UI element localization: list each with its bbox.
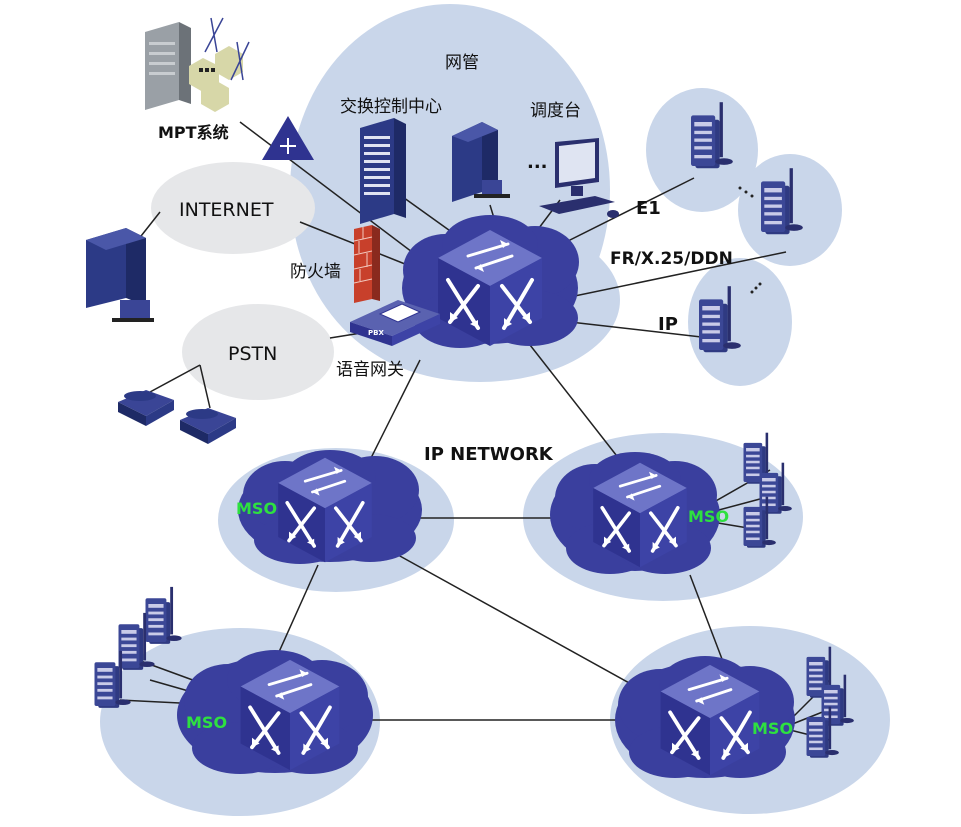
dispatch-monitor-icon [539, 138, 619, 218]
mso-label-2: MSO [688, 507, 729, 526]
bts-icon-mso3-1 [145, 586, 182, 644]
pstn-label: PSTN [228, 343, 277, 365]
firewall-icon [353, 225, 380, 303]
nms-label: 网管 [445, 53, 479, 73]
voice-gateway-icon [350, 300, 440, 346]
internet-cloud [151, 162, 315, 254]
firewall-label: 防火墙 [290, 262, 341, 282]
server-icon [86, 228, 154, 322]
switch-center-server-icon [360, 118, 406, 224]
mso-label-4: MSO [752, 719, 793, 738]
e1-label: E1 [636, 198, 661, 219]
dispatch-label: 调度台 [530, 101, 581, 121]
router-icon [262, 116, 314, 160]
pbx-label: PBX [368, 329, 384, 337]
bts-zone-3 [688, 258, 792, 386]
mpt-system-icon [145, 17, 250, 112]
voice-gateway-label: 语音网关 [336, 360, 404, 380]
ellipsis-label: ... [527, 152, 548, 173]
connection-lines [119, 121, 841, 741]
pstn-cloud [182, 304, 334, 400]
switch-center-label: 交换控制中心 [340, 97, 442, 117]
ip-network-label: IP NETWORK [424, 444, 554, 465]
fr-label: FR/X.25/DDN [610, 249, 733, 269]
pc-tower-icon [452, 122, 510, 202]
mso-label-1: MSO [236, 499, 277, 518]
phone-icon-2 [180, 408, 236, 444]
internet-label: INTERNET [179, 199, 274, 221]
ip-label: IP [658, 314, 678, 335]
phone-icon-1 [118, 390, 174, 426]
mpt-label: MPT系统 [158, 123, 229, 142]
dots [738, 186, 762, 294]
mso-label-3: MSO [186, 713, 227, 732]
